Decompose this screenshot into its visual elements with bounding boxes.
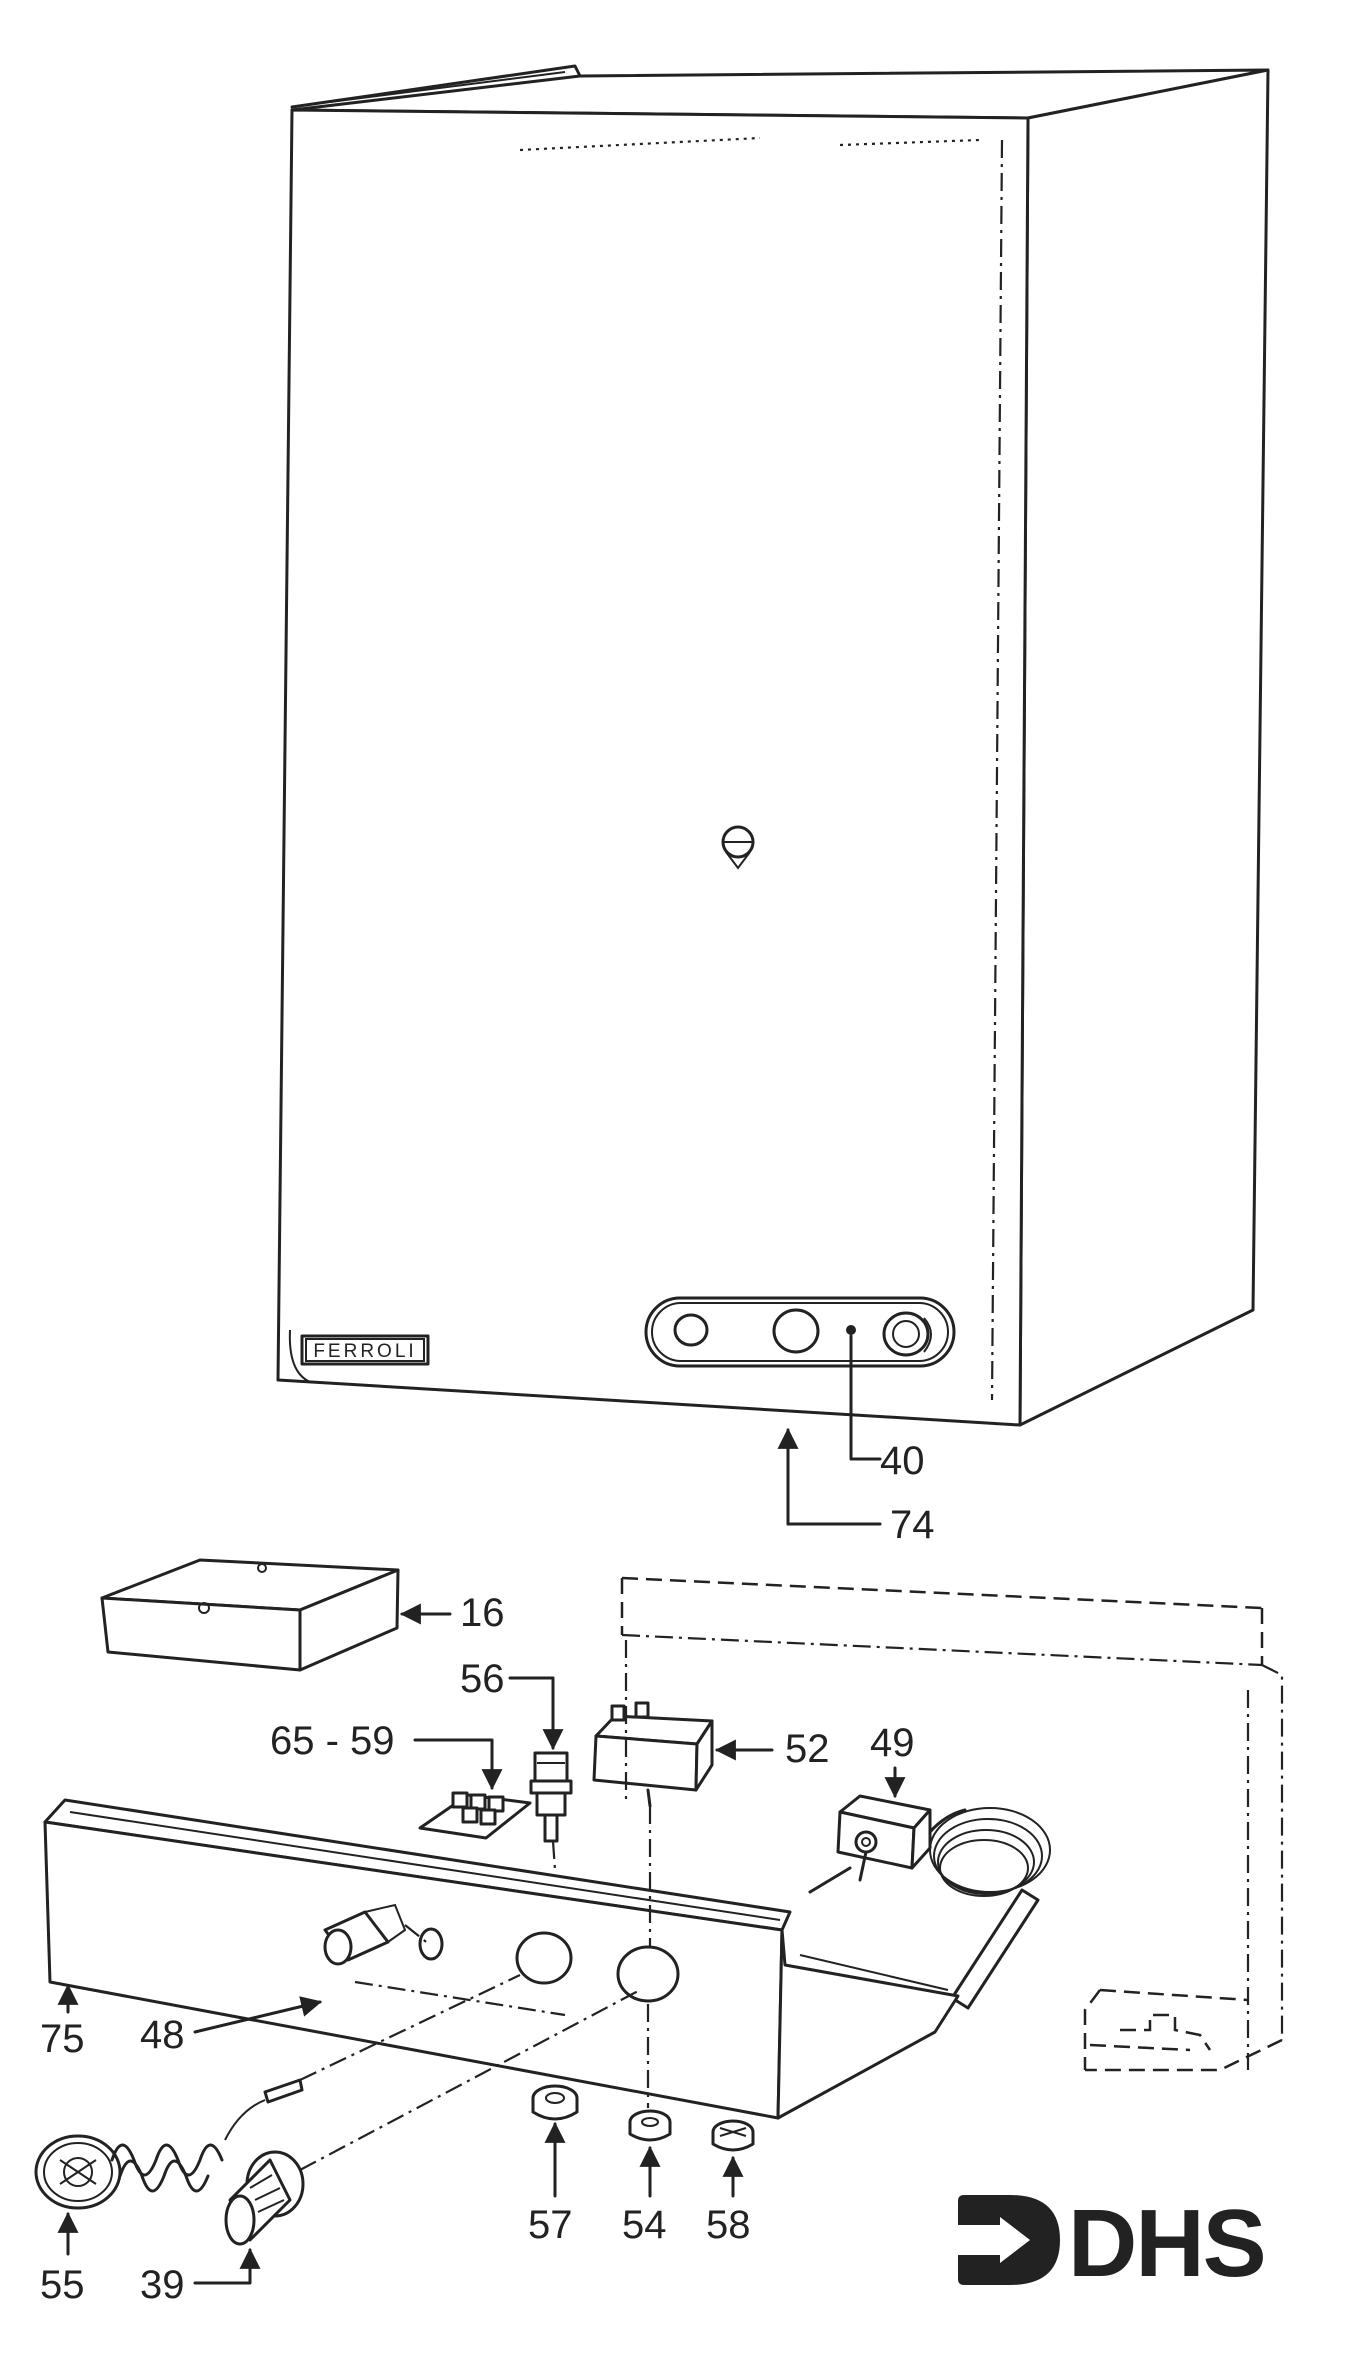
indicator-lamp-icon: [721, 825, 755, 870]
dhs-logo: DHS: [958, 2190, 1267, 2297]
part-label-54: 54: [622, 2203, 667, 2247]
assembly-guidelines: [354, 1806, 652, 2108]
part-49-thermostat: [808, 1766, 1051, 2010]
part-55-knob: [34, 1974, 521, 2256]
indicator-window-icon: [673, 1313, 709, 1347]
bracket-hole-icon: [418, 1927, 444, 1961]
part-label-52: 52: [785, 1727, 830, 1771]
part-label-39: 39: [140, 2263, 185, 2307]
part-65-59-terminal-block: [413, 1738, 532, 1840]
part-52-relay: [592, 1701, 774, 1808]
dhs-logo-text: DHS: [1068, 2190, 1265, 2297]
bracket-hole-icon: [616, 1945, 680, 2003]
part-56-sensor: [508, 1676, 573, 1843]
main-switch-icon: [772, 1308, 820, 1354]
part-57-nut: [531, 2084, 579, 2198]
boiler-casing: FERROLI: [276, 64, 1270, 1427]
control-panel: [644, 1296, 956, 1368]
part-label-55: 55: [40, 2263, 85, 2307]
arrow-into-bracket-icon: [958, 2195, 1060, 2285]
part-labels: 40 74 16 56 65 - 59 52 49 75 48 57 54 58…: [40, 1439, 935, 2307]
part-75-control-bracket: [43, 1798, 960, 2120]
part-58-nut: [711, 2119, 755, 2198]
part-label-74: 74: [890, 1503, 935, 1547]
part-label-56: 56: [460, 1657, 505, 1701]
part-label-40: 40: [880, 1439, 925, 1483]
leader-40: [849, 1334, 882, 1461]
part-16-control-box: [100, 1558, 452, 1672]
part-label-75: 75: [40, 2017, 85, 2061]
reset-point-icon: [846, 1325, 856, 1335]
part-label-58: 58: [706, 2203, 751, 2247]
part-label-16: 16: [460, 1591, 505, 1635]
part-label-57: 57: [528, 2203, 573, 2247]
dashed-cover-outline: [620, 1576, 1284, 2072]
part-54-nut: [628, 2109, 672, 2198]
brand-plate-text: FERROLI: [313, 1341, 416, 1362]
part-48-connector: [193, 1903, 431, 2034]
part-label-49: 49: [870, 1721, 915, 1765]
leader-74: [777, 1427, 882, 1526]
part-label-65-59: 65 - 59: [270, 1719, 395, 1763]
bracket-hole-icon: [515, 1931, 573, 1985]
temperature-knob-icon: [882, 1311, 930, 1357]
part-label-48: 48: [140, 2013, 185, 2057]
part-39-knob: [193, 1989, 641, 2285]
brand-plate: FERROLI: [300, 1334, 430, 1366]
